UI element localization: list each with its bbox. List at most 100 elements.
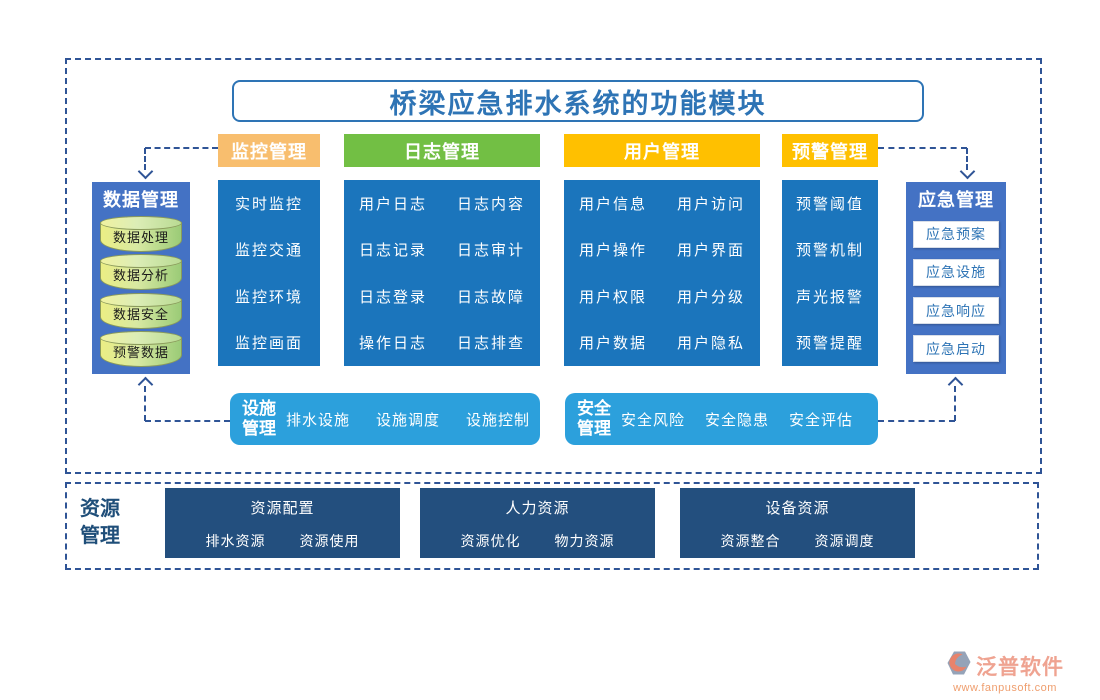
module-item: 操作日志 bbox=[358, 335, 427, 353]
module-item: 监控环境 bbox=[234, 288, 303, 306]
bar-title: 设施 管理 bbox=[242, 399, 276, 439]
connector-safety-to-emergency bbox=[954, 386, 956, 421]
page-title: 桥梁应急排水系统的功能模块 bbox=[389, 88, 767, 119]
resource-group-items: 排水资源 资源使用 bbox=[165, 531, 400, 551]
module-item: 用户界面 bbox=[676, 242, 745, 260]
module-item: 日志记录 bbox=[358, 242, 427, 260]
module-item: 日志排查 bbox=[456, 335, 525, 353]
emergency-management-panel: 应急管理 应急预案 应急设施 应急响应 应急启动 bbox=[906, 182, 1006, 374]
main-modules-region bbox=[65, 58, 1042, 474]
database-cylinder: 数据处理 bbox=[100, 216, 182, 253]
bar-title-line: 安全 bbox=[577, 399, 611, 418]
bar-title-line: 设施 bbox=[242, 399, 276, 418]
resource-label-line: 资源 bbox=[80, 498, 120, 520]
connector-warning-to-emergency bbox=[878, 147, 967, 149]
resource-group-title: 资源配置 bbox=[250, 500, 315, 517]
module-item: 监控交通 bbox=[234, 242, 303, 260]
module-header-label: 预警管理 bbox=[792, 141, 868, 162]
module-column-warning: 预警阈值 预警机制 声光报警 预警提醒 bbox=[782, 180, 878, 366]
module-header-warning: 预警管理 bbox=[782, 134, 878, 167]
resource-group-human: 人力资源 资源优化 物力资源 bbox=[420, 488, 655, 558]
facility-management-bar: 设施 管理 排水设施 设施调度 设施控制 bbox=[230, 393, 540, 445]
watermark-url: www.fanpusoft.com bbox=[953, 682, 1057, 694]
watermark-brand: 泛普软件 bbox=[976, 655, 1064, 679]
module-item: 监控画面 bbox=[234, 335, 303, 353]
fanpu-logo-icon bbox=[946, 650, 972, 681]
module-item: 用户权限 bbox=[578, 288, 647, 306]
connector-monitoring-to-data bbox=[144, 148, 146, 170]
panel-title: 数据管理 bbox=[103, 190, 179, 210]
cylinder-label: 数据安全 bbox=[112, 306, 169, 322]
bar-item: 设施调度 bbox=[376, 411, 441, 429]
bar-item: 安全隐患 bbox=[705, 411, 770, 429]
cylinder-label: 预警数据 bbox=[112, 344, 169, 360]
resource-group-equipment: 设备资源 资源整合 资源调度 bbox=[680, 488, 915, 558]
module-item: 用户数据 bbox=[578, 335, 647, 353]
bar-items: 安全风险 安全隐患 安全评估 bbox=[621, 409, 853, 430]
cylinder-label: 数据分析 bbox=[112, 268, 169, 284]
database-cylinder: 数据安全 bbox=[100, 292, 182, 329]
cylinder-top bbox=[100, 330, 182, 345]
cylinder-label: 数据处理 bbox=[112, 230, 169, 246]
cylinder-top bbox=[100, 254, 182, 269]
database-cylinder: 数据分析 bbox=[100, 254, 182, 291]
module-column-monitoring: 实时监控 监控交通 监控环境 监控画面 bbox=[218, 180, 320, 366]
connector-monitoring-to-data bbox=[145, 147, 218, 149]
resource-item: 资源调度 bbox=[814, 533, 875, 549]
bar-item: 设施控制 bbox=[466, 411, 531, 429]
connector-facility-to-data bbox=[145, 420, 230, 422]
resource-item: 资源优化 bbox=[460, 533, 521, 549]
module-item: 声光报警 bbox=[795, 288, 864, 306]
resource-management-label: 资源 管理 bbox=[80, 496, 120, 550]
module-header-label: 用户管理 bbox=[624, 141, 700, 162]
module-item: 预警提醒 bbox=[795, 335, 864, 353]
resource-item: 排水资源 bbox=[205, 533, 266, 549]
connector-facility-to-data bbox=[144, 386, 146, 421]
cylinder-top bbox=[100, 216, 182, 231]
module-item: 用户隐私 bbox=[676, 335, 745, 353]
module-column-log: 用户日志 日志内容 日志记录 日志审计 日志登录 日志故障 操作日志 日志排查 bbox=[344, 180, 540, 366]
emergency-item-box: 应急启动 bbox=[913, 335, 999, 363]
bar-item: 安全评估 bbox=[789, 411, 854, 429]
bar-title-line: 管理 bbox=[242, 419, 276, 438]
resource-item: 物力资源 bbox=[554, 533, 615, 549]
module-item: 预警阈值 bbox=[795, 195, 864, 213]
connector-warning-to-emergency bbox=[966, 148, 968, 170]
fanpu-watermark: 泛普软件 www.fanpusoft.com bbox=[946, 650, 1064, 694]
resource-region bbox=[65, 482, 1039, 570]
module-header-label: 日志管理 bbox=[404, 141, 480, 162]
module-header-log: 日志管理 bbox=[344, 134, 540, 167]
diagram-title-box: 桥梁应急排水系统的功能模块 bbox=[232, 80, 924, 122]
emergency-item-box: 应急预案 bbox=[913, 220, 999, 248]
module-item: 日志登录 bbox=[358, 288, 427, 306]
module-header-monitoring: 监控管理 bbox=[218, 134, 320, 167]
database-cylinder: 预警数据 bbox=[100, 330, 182, 367]
module-column-user: 用户信息 用户访问 用户操作 用户界面 用户权限 用户分级 用户数据 用户隐私 bbox=[564, 180, 760, 366]
bar-items: 排水设施 设施调度 设施控制 bbox=[286, 409, 530, 430]
resource-group-config: 资源配置 排水资源 资源使用 bbox=[165, 488, 400, 558]
resource-group-title: 设备资源 bbox=[765, 500, 830, 517]
bar-title-line: 管理 bbox=[577, 419, 611, 438]
module-item: 用户访问 bbox=[676, 195, 745, 213]
database-cylinder-stack: 数据处理 数据分析 数据安全 预警数据 bbox=[92, 212, 190, 374]
module-item: 用户分级 bbox=[676, 288, 745, 306]
module-item: 实时监控 bbox=[234, 195, 303, 213]
resource-group-items: 资源优化 物力资源 bbox=[420, 531, 655, 551]
safety-management-bar: 安全 管理 安全风险 安全隐患 安全评估 bbox=[565, 393, 878, 445]
data-management-panel: 数据管理 数据处理 数据分析 数据安全 预警数据 bbox=[92, 182, 190, 374]
bar-item: 排水设施 bbox=[286, 411, 351, 429]
module-item: 日志故障 bbox=[456, 288, 525, 306]
resource-item: 资源整合 bbox=[720, 533, 781, 549]
module-header-label: 监控管理 bbox=[231, 141, 307, 162]
module-item: 日志审计 bbox=[456, 242, 525, 260]
module-item: 用户操作 bbox=[578, 242, 647, 260]
module-item: 用户日志 bbox=[358, 195, 427, 213]
resource-group-items: 资源整合 资源调度 bbox=[680, 531, 915, 551]
emergency-box-stack: 应急预案 应急设施 应急响应 应急启动 bbox=[906, 212, 1006, 374]
resource-group-title: 人力资源 bbox=[505, 500, 570, 517]
bar-item: 安全风险 bbox=[621, 411, 686, 429]
cylinder-top bbox=[100, 292, 182, 307]
module-header-user: 用户管理 bbox=[564, 134, 760, 167]
module-item: 预警机制 bbox=[795, 242, 864, 260]
